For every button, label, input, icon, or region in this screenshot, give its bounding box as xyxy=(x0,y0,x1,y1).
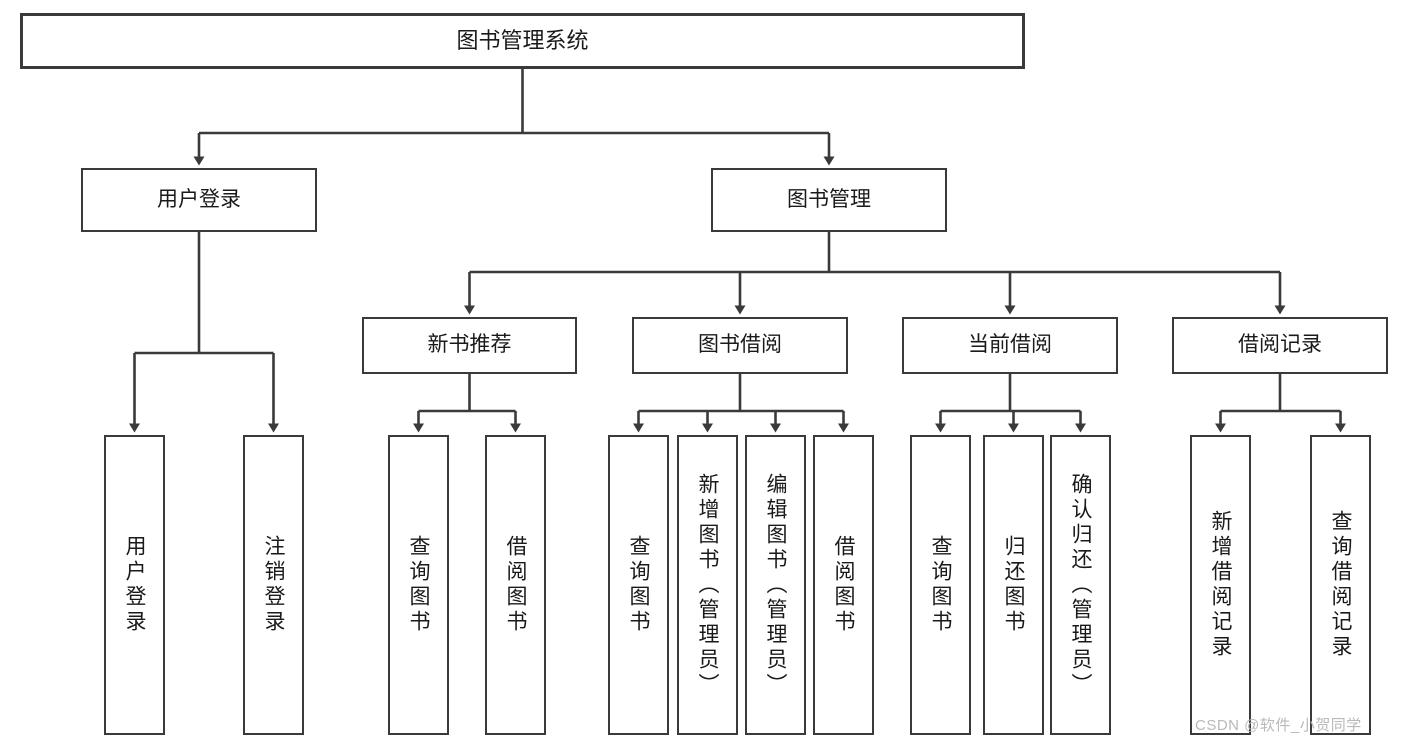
node-leaf-borrow-book-recommend[interactable]: 借阅图书 xyxy=(485,435,546,735)
node-label-leaf-query-book-borrow: 查询图书 xyxy=(627,535,650,635)
node-root[interactable]: 图书管理系统 xyxy=(20,13,1025,69)
edge-trunk-borrow-record xyxy=(1220,374,1341,413)
node-leaf-return-book[interactable]: 归还图书 xyxy=(983,435,1044,735)
node-leaf-user-login[interactable]: 用户登录 xyxy=(104,435,165,735)
node-leaf-user-logout[interactable]: 注销登录 xyxy=(243,435,304,735)
edge-trunk-book-borrow xyxy=(638,374,844,413)
node-label-current-borrow: 当前借阅 xyxy=(968,333,1052,357)
edge-trunk-current-borrow xyxy=(940,374,1081,413)
node-label-new-book-recommend: 新书推荐 xyxy=(427,333,512,357)
node-leaf-confirm-return[interactable]: 确认归还（管理员） xyxy=(1050,435,1111,735)
node-label-leaf-query-book-recommend: 查询图书 xyxy=(407,535,430,635)
node-label-leaf-return-book: 归还图书 xyxy=(1002,535,1025,635)
node-label-leaf-borrow-book: 借阅图书 xyxy=(832,535,855,635)
node-label-leaf-user-login: 用户登录 xyxy=(123,535,146,635)
node-leaf-query-book-current[interactable]: 查询图书 xyxy=(910,435,971,735)
node-leaf-query-book-recommend[interactable]: 查询图书 xyxy=(388,435,449,735)
node-label-book-manage: 图书管理 xyxy=(787,187,871,211)
node-label-user-login: 用户登录 xyxy=(157,187,241,211)
node-label-leaf-confirm-return: 确认归还（管理员） xyxy=(1069,472,1092,698)
edge-trunk-root xyxy=(199,69,829,135)
node-label-leaf-user-logout: 注销登录 xyxy=(262,535,285,635)
node-label-leaf-borrow-book-recommend: 借阅图书 xyxy=(504,535,527,635)
node-leaf-add-borrow-record[interactable]: 新增借阅记录 xyxy=(1190,435,1251,735)
node-user-login[interactable]: 用户登录 xyxy=(81,168,317,232)
edge-trunk-book-manage xyxy=(469,232,1280,274)
edge-trunk-user-login xyxy=(134,232,274,355)
node-label-leaf-add-book: 新增图书（管理员） xyxy=(696,472,719,698)
csdn-watermark: CSDN @软件_小贺同学 xyxy=(1195,717,1362,734)
node-leaf-edit-book[interactable]: 编辑图书（管理员） xyxy=(745,435,806,735)
node-book-manage[interactable]: 图书管理 xyxy=(711,168,947,232)
node-label-leaf-add-borrow-record: 新增借阅记录 xyxy=(1209,510,1232,660)
node-label-leaf-query-borrow-record: 查询借阅记录 xyxy=(1329,510,1352,660)
node-book-borrow[interactable]: 图书借阅 xyxy=(632,317,848,374)
node-leaf-query-borrow-record[interactable]: 查询借阅记录 xyxy=(1310,435,1371,735)
edge-trunk-new-book-recommend xyxy=(418,374,516,413)
node-label-borrow-record: 借阅记录 xyxy=(1238,333,1322,357)
node-leaf-add-book[interactable]: 新增图书（管理员） xyxy=(677,435,738,735)
node-new-book-recommend[interactable]: 新书推荐 xyxy=(362,317,577,374)
node-label-leaf-query-book-current: 查询图书 xyxy=(929,535,952,635)
node-label-root: 图书管理系统 xyxy=(456,28,589,54)
node-borrow-record[interactable]: 借阅记录 xyxy=(1172,317,1388,374)
node-leaf-query-book-borrow[interactable]: 查询图书 xyxy=(608,435,669,735)
node-label-book-borrow: 图书借阅 xyxy=(698,333,782,357)
node-leaf-borrow-book[interactable]: 借阅图书 xyxy=(813,435,874,735)
node-current-borrow[interactable]: 当前借阅 xyxy=(902,317,1118,374)
node-label-leaf-edit-book: 编辑图书（管理员） xyxy=(764,472,787,698)
